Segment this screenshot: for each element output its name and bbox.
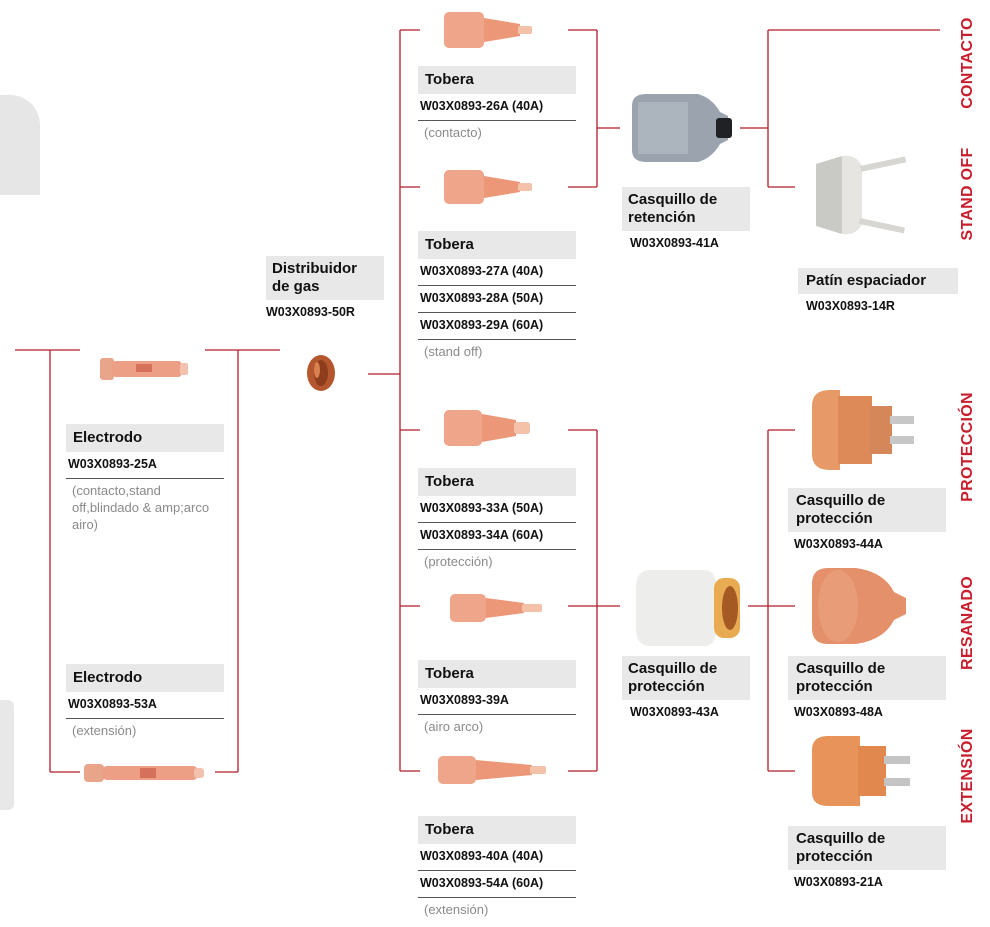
side-label-proteccion: PROTECCIÓN xyxy=(959,392,976,502)
nozzle-40a-block: Tobera W03X0893-40A (40A) W03X0893-54A (… xyxy=(418,816,576,918)
nozzle-26a-image xyxy=(444,12,532,48)
shield-cap-main-code: W03X0893-43A xyxy=(630,705,719,719)
nozzle-27a-image xyxy=(444,170,532,204)
electrode-53a-title: Electrodo xyxy=(66,664,224,692)
nozzle-26a-block: Tobera W03X0893-26A (40A) (contacto) xyxy=(418,66,576,141)
nozzle-40a-note: (extensión) xyxy=(424,902,489,917)
shield-cap-main-title: Casquillo de protección xyxy=(622,656,750,700)
electrode-25a-block: Electrodo W03X0893-25A (contacto,stand o… xyxy=(66,424,224,533)
shield-cap-48a-block: Casquillo de protección W03X0893-48A xyxy=(788,656,946,726)
spacer-title: Patín espaciador xyxy=(798,268,958,294)
electrode-25a-image xyxy=(100,358,188,380)
shield-cap-44a-image xyxy=(812,390,914,470)
nozzle-27a-title: Tobera xyxy=(418,231,576,259)
nozzle-39a-note: (airo arco) xyxy=(424,719,484,734)
shield-cap-44a-title: Casquillo de protección xyxy=(788,488,946,532)
nozzle-33a-image xyxy=(444,410,530,446)
nozzle-40a-title: Tobera xyxy=(418,816,576,844)
nozzle-29a-code: W03X0893-29A (60A) xyxy=(418,313,576,340)
shield-cap-48a-image xyxy=(812,568,906,644)
nozzle-27a-block: Tobera W03X0893-27A (40A) W03X0893-28A (… xyxy=(418,231,576,360)
nozzle-26a-title: Tobera xyxy=(418,66,576,94)
background-letter-fragment xyxy=(0,95,40,195)
distributor-block: Distribuidor de gas W03X0893-50R xyxy=(266,256,384,326)
electrode-25a-title: Electrodo xyxy=(66,424,224,452)
gas-distributor-image xyxy=(307,355,335,391)
nozzle-27a-code-0: W03X0893-27A (40A) xyxy=(418,259,576,286)
nozzle-34a-code: W03X0893-34A (60A) xyxy=(418,523,576,550)
nozzle-39a-image xyxy=(450,594,542,622)
retaining-cap-title: Casquillo de retención xyxy=(622,187,750,231)
electrode-53a-code: W03X0893-53A xyxy=(66,692,224,719)
shield-cap-44a-code: W03X0893-44A xyxy=(794,537,883,551)
electrode-53a-block: Electrodo W03X0893-53A (extensión) xyxy=(66,664,224,739)
nozzle-33a-title: Tobera xyxy=(418,468,576,496)
shield-cap-21a-image xyxy=(812,736,910,806)
shield-cap-44a-block: Casquillo de protección W03X0893-44A xyxy=(788,488,946,558)
distributor-title: Distribuidor de gas xyxy=(266,256,384,300)
shield-cap-main-image xyxy=(636,570,740,646)
nozzle-28a-code: W03X0893-28A (50A) xyxy=(418,286,576,313)
nozzle-26a-note: (contacto) xyxy=(424,125,482,140)
retaining-cap-code: W03X0893-41A xyxy=(630,236,719,250)
nozzle-33a-note: (protección) xyxy=(424,554,493,569)
side-label-contacto: CONTACTO xyxy=(959,17,976,109)
shield-cap-21a-block: Casquillo de protección W03X0893-21A xyxy=(788,826,946,896)
nozzle-40a-code: W03X0893-40A (40A) xyxy=(418,844,576,871)
shield-cap-48a-code: W03X0893-48A xyxy=(794,705,883,719)
shield-cap-main-block: Casquillo de protección W03X0893-43A xyxy=(622,656,750,726)
side-label-resanado: RESANADO xyxy=(959,576,976,670)
electrode-53a-image xyxy=(84,764,204,782)
electrode-25a-code: W03X0893-25A xyxy=(66,452,224,479)
nozzle-39a-block: Tobera W03X0893-39A (airo arco) xyxy=(418,660,576,735)
nozzle-54a-code: W03X0893-54A (60A) xyxy=(418,871,576,898)
retaining-cap-image xyxy=(632,94,732,162)
nozzle-33a-block: Tobera W03X0893-33A (50A) W03X0893-34A (… xyxy=(418,468,576,570)
spacer-image xyxy=(816,155,907,235)
nozzle-33a-code: W03X0893-33A (50A) xyxy=(418,496,576,523)
electrode-25a-note: (contacto,stand off,blindado & amp;arco … xyxy=(72,483,210,532)
nozzle-40a-image xyxy=(438,756,546,784)
retaining-cap-block: Casquillo de retención W03X0893-41A xyxy=(622,187,750,257)
background-fragment-left xyxy=(0,700,14,810)
nozzle-27a-note: (stand off) xyxy=(424,344,483,359)
nozzle-39a-code: W03X0893-39A xyxy=(418,688,576,715)
distributor-code: W03X0893-50R xyxy=(266,305,355,319)
shield-cap-21a-title: Casquillo de protección xyxy=(788,826,946,870)
spacer-block: Patín espaciador W03X0893-14R xyxy=(798,268,958,320)
nozzle-39a-title: Tobera xyxy=(418,660,576,688)
shield-cap-21a-code: W03X0893-21A xyxy=(794,875,883,889)
electrode-53a-note: (extensión) xyxy=(72,723,137,738)
side-label-standoff: STAND OFF xyxy=(959,147,976,241)
spacer-code: W03X0893-14R xyxy=(806,299,895,313)
shield-cap-48a-title: Casquillo de protección xyxy=(788,656,946,700)
side-label-extension: EXTENSIÓN xyxy=(959,728,976,824)
nozzle-26a-code-0: W03X0893-26A (40A) xyxy=(418,94,576,121)
